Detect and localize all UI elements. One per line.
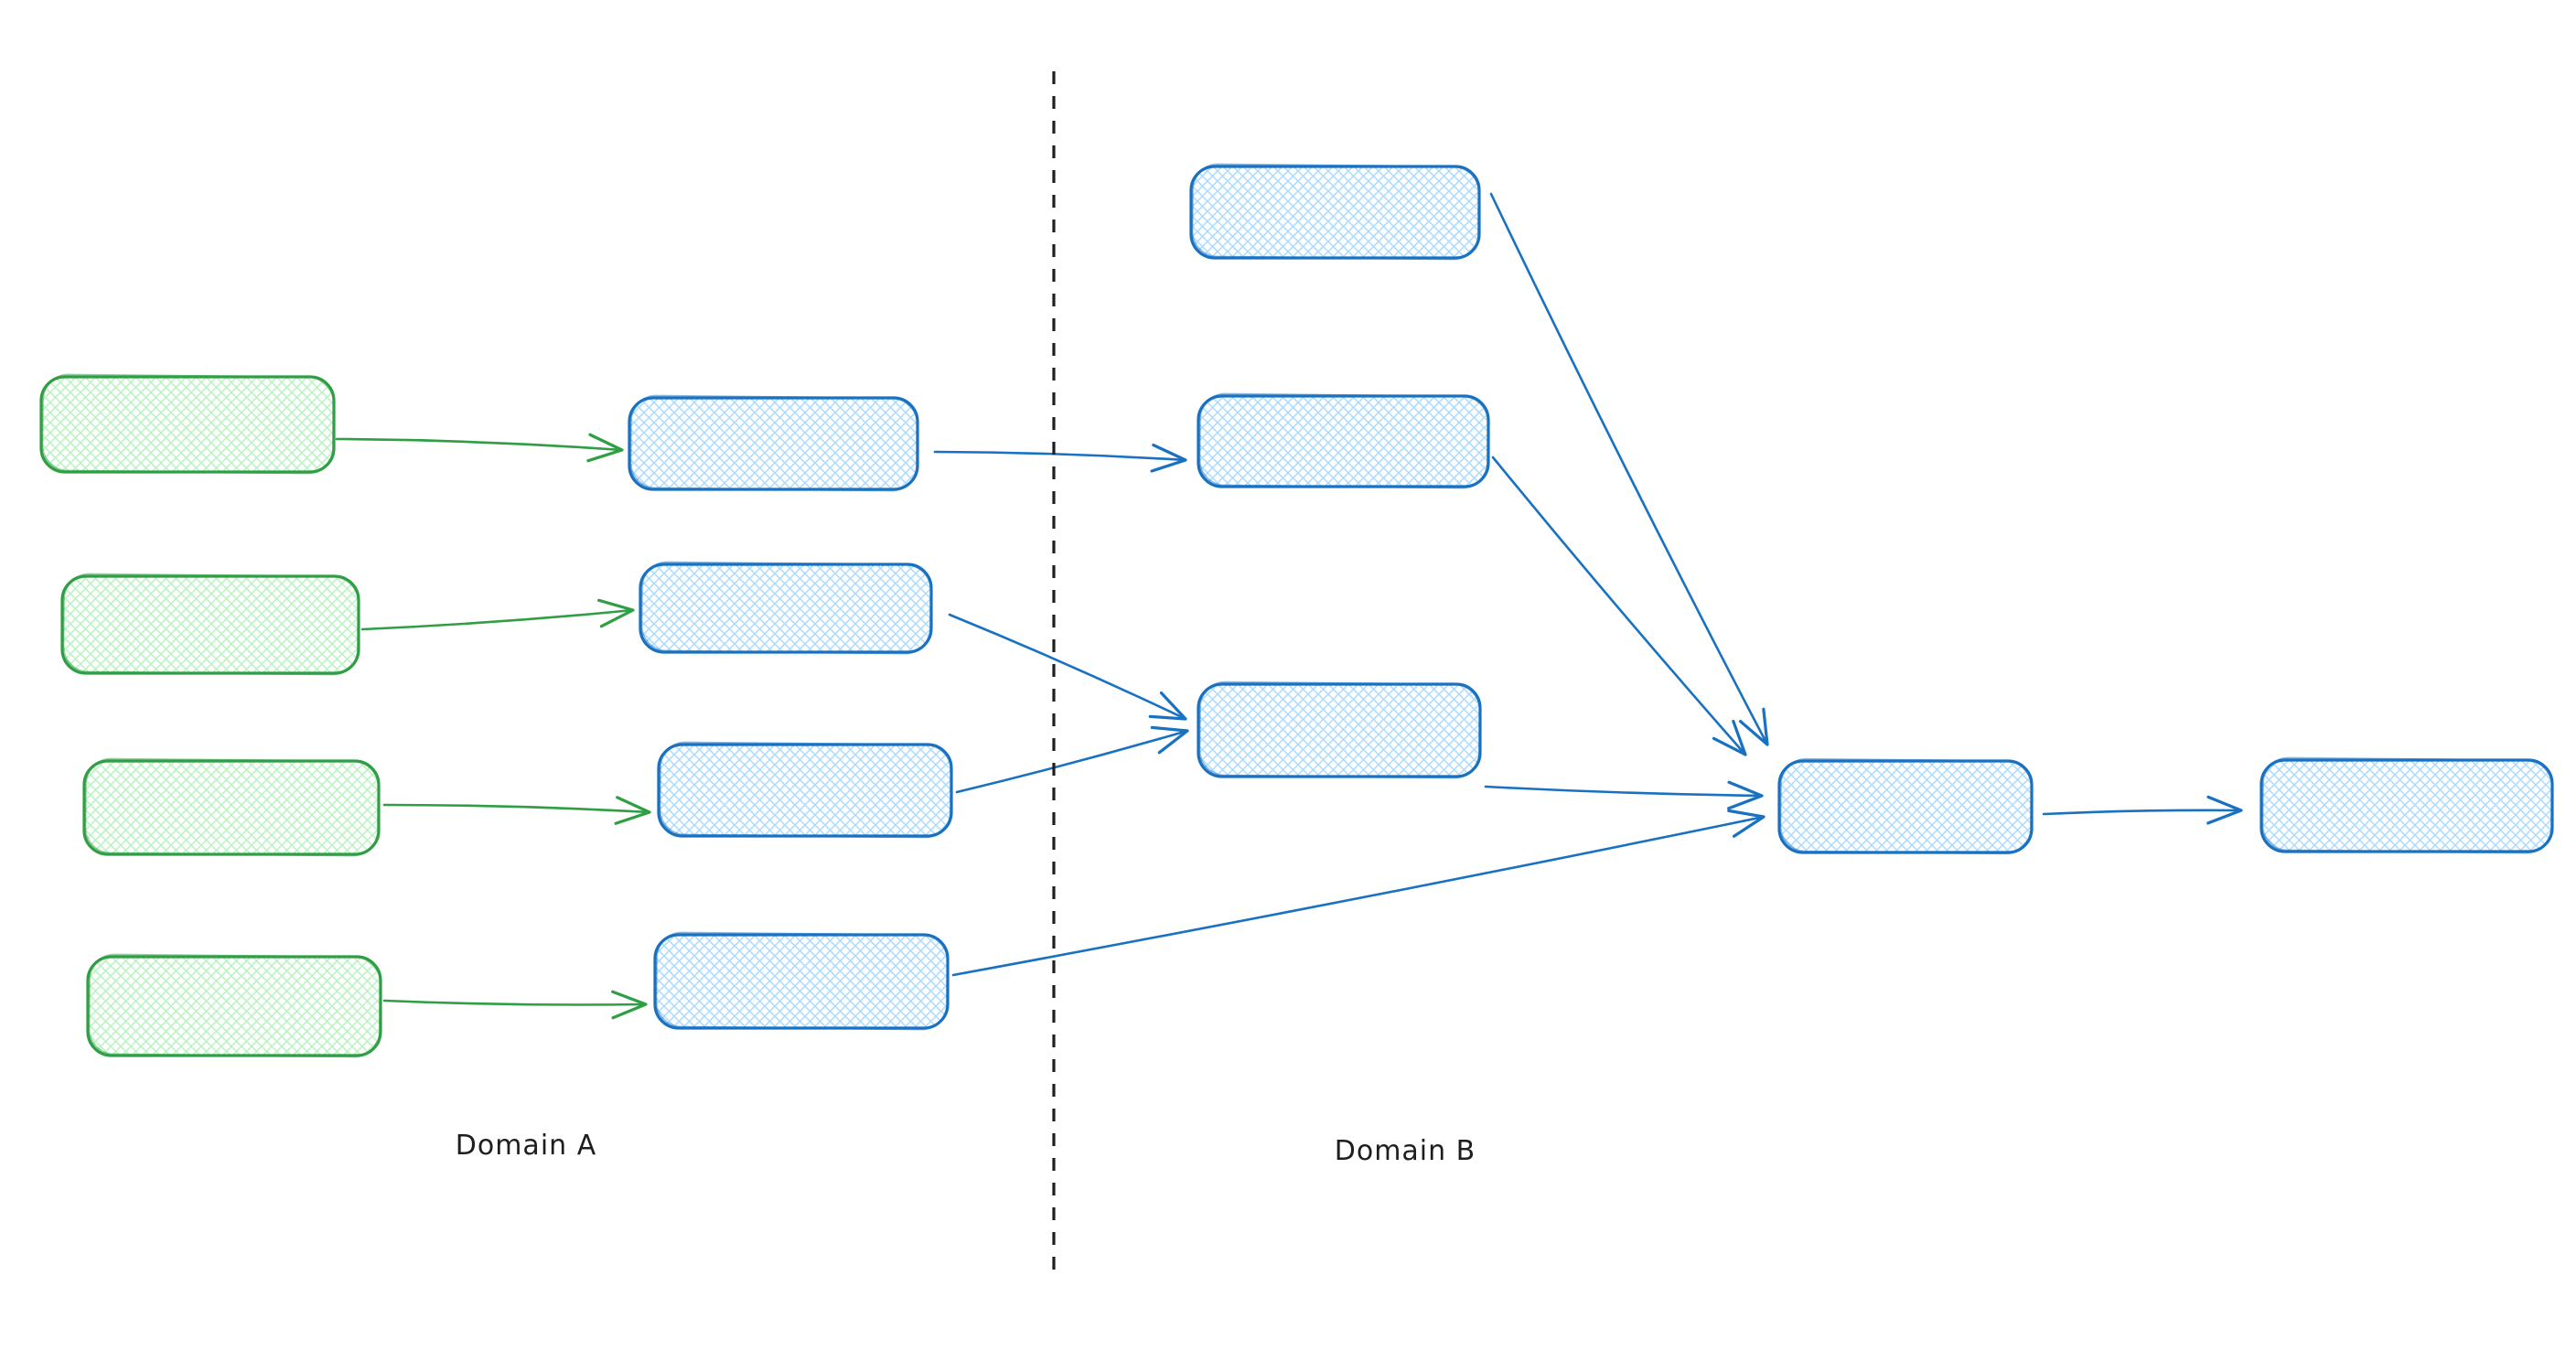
domain-a-label[interactable]: Domain A [456,1130,596,1162]
node-s1[interactable] [1189,163,1481,261]
node-t3[interactable] [657,741,953,839]
node-s2-body[interactable] [1197,394,1490,488]
node-t1[interactable] [628,394,919,492]
edge-t4-m1[interactable] [951,809,1766,977]
edge-a3-t3[interactable] [382,796,651,825]
node-a2[interactable] [60,573,360,676]
node-a4[interactable] [86,953,382,1058]
node-a3-body[interactable] [82,759,381,856]
node-a2-body[interactable] [60,574,360,675]
node-f1-sketch-outline [2261,756,2553,854]
edge-m1-f1[interactable] [2042,795,2243,825]
edge-a2-t2[interactable] [360,598,635,631]
edge-s1-m1[interactable] [1489,192,1769,746]
edge-t1-s2[interactable] [933,443,1187,473]
node-t3-body[interactable] [657,743,953,838]
node-t4[interactable] [653,931,950,1031]
node-a1[interactable] [39,373,336,475]
node-s3-body[interactable] [1197,682,1482,778]
edge-a4-t4[interactable] [382,990,648,1020]
node-f1[interactable] [2259,756,2554,854]
edge-a1-t1[interactable] [335,433,624,463]
node-t2-sketch-outline [640,561,932,655]
node-t2-body[interactable] [639,563,933,654]
node-m1[interactable] [1777,757,2034,855]
nodes-layer [39,163,2554,1058]
node-t4-sketch-outline [655,931,949,1031]
node-a1-sketch-outline [41,373,335,475]
node-a1-body[interactable] [39,375,336,474]
node-s2[interactable] [1197,392,1490,489]
node-a3-sketch-outline [84,757,380,857]
edge-t2-s3[interactable] [948,613,1187,721]
domain-b-label[interactable]: Domain B [1335,1135,1476,1167]
edges-layer [335,192,2243,1020]
node-t4-body[interactable] [653,933,950,1030]
node-s2-sketch-outline [1198,392,1489,489]
node-t1-body[interactable] [628,396,919,491]
node-t1-sketch-outline [629,394,918,492]
node-t2[interactable] [639,561,933,655]
node-a4-body[interactable] [86,955,382,1057]
node-s3[interactable] [1197,681,1482,779]
node-s3-sketch-outline [1198,681,1481,779]
node-f1-body[interactable] [2259,758,2554,853]
edge-s2-m1[interactable] [1491,456,1747,756]
edge-t3-s3[interactable] [955,725,1189,794]
node-m1-sketch-outline [1779,757,2033,855]
node-a4-sketch-outline [88,953,381,1058]
node-m1-body[interactable] [1777,759,2034,854]
node-s1-sketch-outline [1191,163,1480,261]
node-t3-sketch-outline [659,741,952,839]
edge-s3-m1[interactable] [1484,780,1764,810]
node-a2-sketch-outline [62,573,360,676]
node-a3[interactable] [82,757,381,857]
node-s1-body[interactable] [1189,165,1481,260]
